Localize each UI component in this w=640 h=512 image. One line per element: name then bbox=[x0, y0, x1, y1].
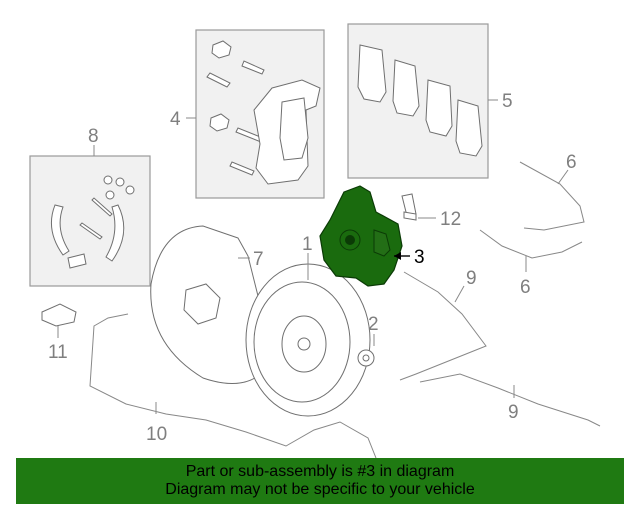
part-12-sensor-clip[interactable] bbox=[401, 193, 417, 221]
notice-banner: Part or sub-assembly is #3 in diagram Di… bbox=[16, 458, 624, 504]
callout-12: 12 bbox=[440, 209, 461, 230]
callout-9-upper: 9 bbox=[466, 268, 477, 289]
part-8-parking-brake-box[interactable] bbox=[29, 155, 151, 287]
part-1-brake-rotor[interactable] bbox=[245, 263, 371, 417]
part-6-wear-sensor-upper[interactable] bbox=[519, 161, 585, 231]
part-3-brake-caliper[interactable] bbox=[319, 185, 403, 287]
part-4-hardware-box[interactable] bbox=[195, 29, 325, 199]
part-2-rotor-screw[interactable] bbox=[357, 349, 375, 367]
callout-6-lower: 6 bbox=[520, 277, 531, 298]
part-5-brake-pads-box[interactable] bbox=[347, 23, 489, 179]
notice-line-2: Diagram may not be specific to your vehi… bbox=[165, 481, 475, 498]
part-9-parking-cable-upper[interactable] bbox=[399, 271, 487, 381]
part-10-speed-sensor-harness[interactable] bbox=[89, 313, 377, 459]
part-6-wear-sensor-lower[interactable] bbox=[479, 229, 583, 259]
part-9-parking-cable-lower[interactable] bbox=[419, 373, 601, 427]
callout-11: 11 bbox=[48, 342, 68, 363]
callout-1: 1 bbox=[302, 234, 313, 255]
callout-5: 5 bbox=[502, 91, 513, 112]
notice-line-1: Part or sub-assembly is #3 in diagram bbox=[185, 463, 455, 480]
callout-10: 10 bbox=[146, 424, 167, 445]
part-7-dust-shield[interactable] bbox=[150, 225, 264, 384]
callout-9-lower: 9 bbox=[508, 402, 519, 423]
callout-6-upper: 6 bbox=[566, 152, 577, 173]
callout-7: 7 bbox=[253, 249, 264, 270]
part-11-bracket[interactable] bbox=[41, 303, 77, 327]
callout-8: 8 bbox=[88, 126, 99, 147]
callout-2: 2 bbox=[368, 314, 379, 335]
callout-4: 4 bbox=[170, 109, 181, 130]
callout-3: 3 bbox=[414, 247, 425, 268]
